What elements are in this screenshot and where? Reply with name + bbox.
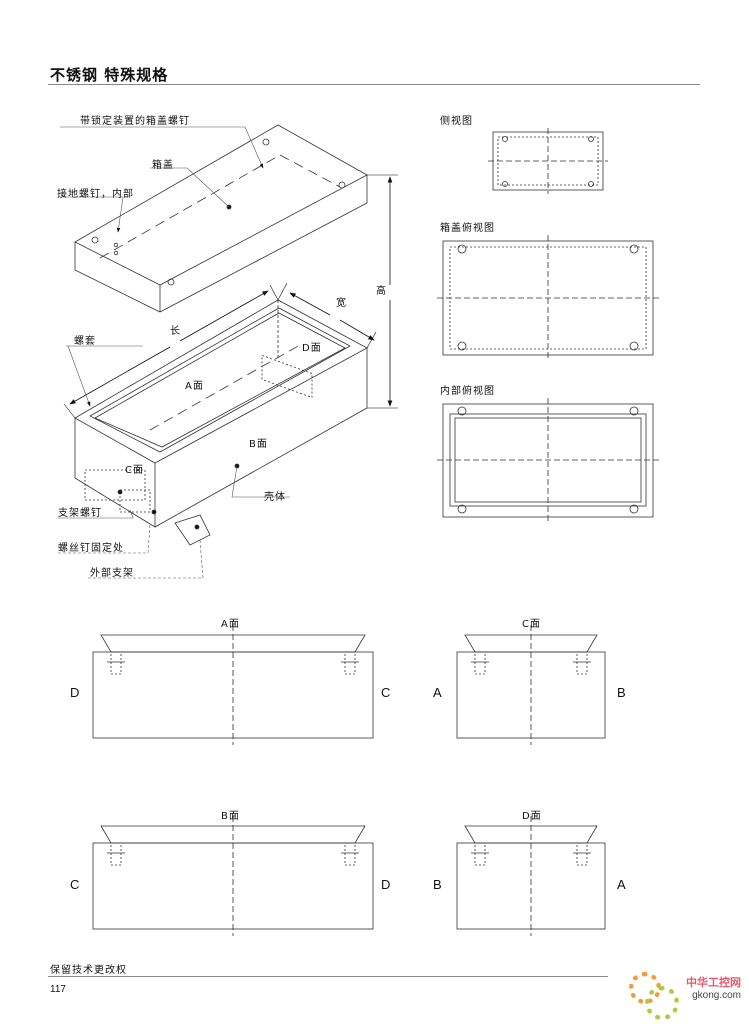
label-face-d: D面 <box>302 343 322 354</box>
screw-icon <box>110 842 122 866</box>
elev-b-left: C <box>70 877 80 892</box>
lid-drawing <box>74 124 368 313</box>
elev-d-left: B <box>433 877 442 892</box>
label-housing: 壳体 <box>264 492 286 503</box>
label-sleeve: 螺套 <box>74 336 96 347</box>
label-face-a: A面 <box>185 381 204 392</box>
watermark-logo: 中华工控网 gkong.com <box>629 968 741 1020</box>
screw-icon <box>344 651 356 675</box>
screw-icon <box>576 842 588 866</box>
header-divider <box>48 84 700 85</box>
elev-c-left: A <box>433 685 442 700</box>
label-screw-fix: 螺丝钉固定处 <box>58 543 124 554</box>
label-ext-bracket: 外部支架 <box>90 568 134 579</box>
screw-icon <box>110 651 122 675</box>
label-inner-top-view: 内部俯视图 <box>440 386 495 397</box>
label-width: 宽 <box>336 298 347 309</box>
page-title: 不锈钢 特殊规格 <box>50 66 169 84</box>
label-lid-screw: 带锁定装置的箱盖螺钉 <box>80 116 190 127</box>
lid-top-view-drawing <box>437 235 659 361</box>
dimension-lines <box>63 174 398 419</box>
elev-a-left: D <box>70 685 80 700</box>
elev-a-right: C <box>381 685 391 700</box>
label-ground-screw: 接地螺钉，内部 <box>57 189 134 200</box>
side-view-drawing <box>488 128 608 194</box>
label-face-b: B面 <box>249 439 268 450</box>
elev-b-right: D <box>381 877 391 892</box>
housing-drawing <box>74 299 368 546</box>
footer-divider <box>48 976 608 977</box>
screw-icon <box>576 651 588 675</box>
label-bracket-screw: 支架螺钉 <box>58 508 102 519</box>
inner-top-view-drawing <box>437 398 659 523</box>
label-face-c: C面 <box>125 465 144 476</box>
elev-d-title: D面 <box>522 811 542 822</box>
elev-b-title: B面 <box>221 811 240 822</box>
gear-icon <box>645 986 679 1020</box>
footer-note: 保留技术更改权 <box>50 965 127 976</box>
elev-c-right: B <box>617 685 626 700</box>
elevation-views <box>92 625 606 936</box>
label-height: 高 <box>376 286 387 297</box>
label-length: 长 <box>170 326 181 337</box>
elev-a-title: A面 <box>221 619 240 630</box>
label-side-view: 侧视图 <box>440 116 473 127</box>
label-lid-top-view: 箱盖俯视图 <box>440 223 495 234</box>
elev-c-title: C面 <box>522 619 541 630</box>
page-number: 117 <box>50 984 66 995</box>
elev-d-right: A <box>617 877 626 892</box>
leader-lines <box>58 126 290 579</box>
screw-icon <box>474 842 486 866</box>
screw-icon <box>474 651 486 675</box>
label-lid: 箱盖 <box>152 160 174 171</box>
screw-icon <box>344 842 356 866</box>
